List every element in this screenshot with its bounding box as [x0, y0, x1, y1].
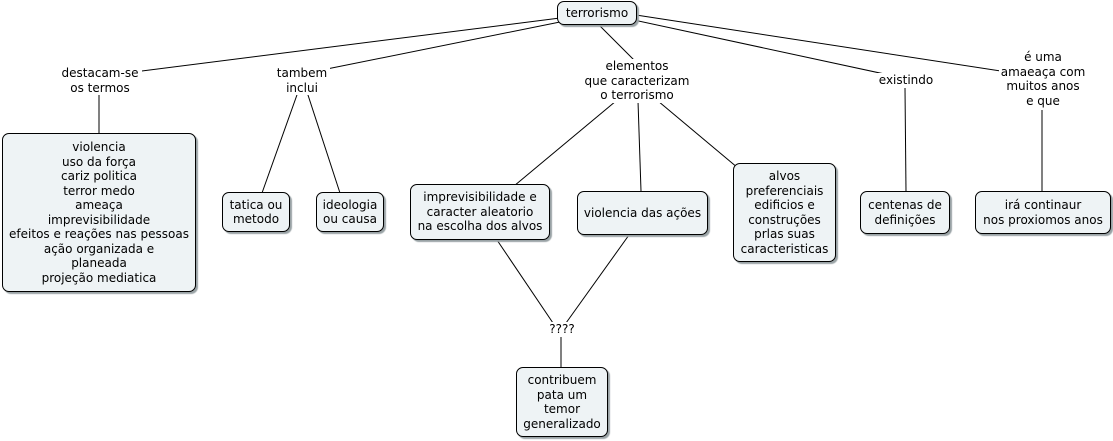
- line-imprev-interrogacao: [496, 239, 554, 324]
- line-existindo-definicoes: [904, 87, 907, 193]
- node-alvos-preferenciais[interactable]: alvos preferenciais edificios e construç…: [733, 163, 836, 262]
- node-termos[interactable]: violencia uso da força cariz politica te…: [2, 133, 196, 292]
- link-existindo: existindo: [875, 73, 937, 88]
- line-root-existindo: [633, 19, 904, 79]
- line-tambem-ideologia: [306, 91, 341, 194]
- line-root-destacam: [101, 17, 561, 77]
- node-contribuem-temor[interactable]: contribuem pata um temor generalizado: [516, 367, 608, 437]
- line-root-elementos: [596, 22, 635, 61]
- node-centenas-de-definicoes[interactable]: centenas de definições: [860, 191, 950, 234]
- node-terrorismo[interactable]: terrorismo: [557, 1, 637, 25]
- line-violencia-interrogacao: [565, 234, 630, 324]
- link-interrogacao: ????: [544, 322, 580, 337]
- node-ira-continuar[interactable]: irá continaur nos proxiomos anos: [975, 191, 1111, 234]
- line-elementos-imprev: [513, 100, 617, 187]
- node-violencia-das-acoes[interactable]: violencia das ações: [577, 191, 708, 235]
- node-imprevisibilidade[interactable]: imprevisibilidade e caracter aleatorio n…: [410, 184, 550, 240]
- line-tambem-tatica: [261, 91, 299, 194]
- line-elementos-violencia: [637, 100, 642, 192]
- line-root-tambem: [301, 21, 561, 75]
- line-elementos-alvos: [657, 100, 739, 169]
- node-tatica-ou-metodo[interactable]: tatica ou metodo: [222, 192, 290, 232]
- node-ideologia-ou-causa[interactable]: ideologia ou causa: [316, 192, 384, 232]
- line-root-ameaca: [635, 14, 1041, 78]
